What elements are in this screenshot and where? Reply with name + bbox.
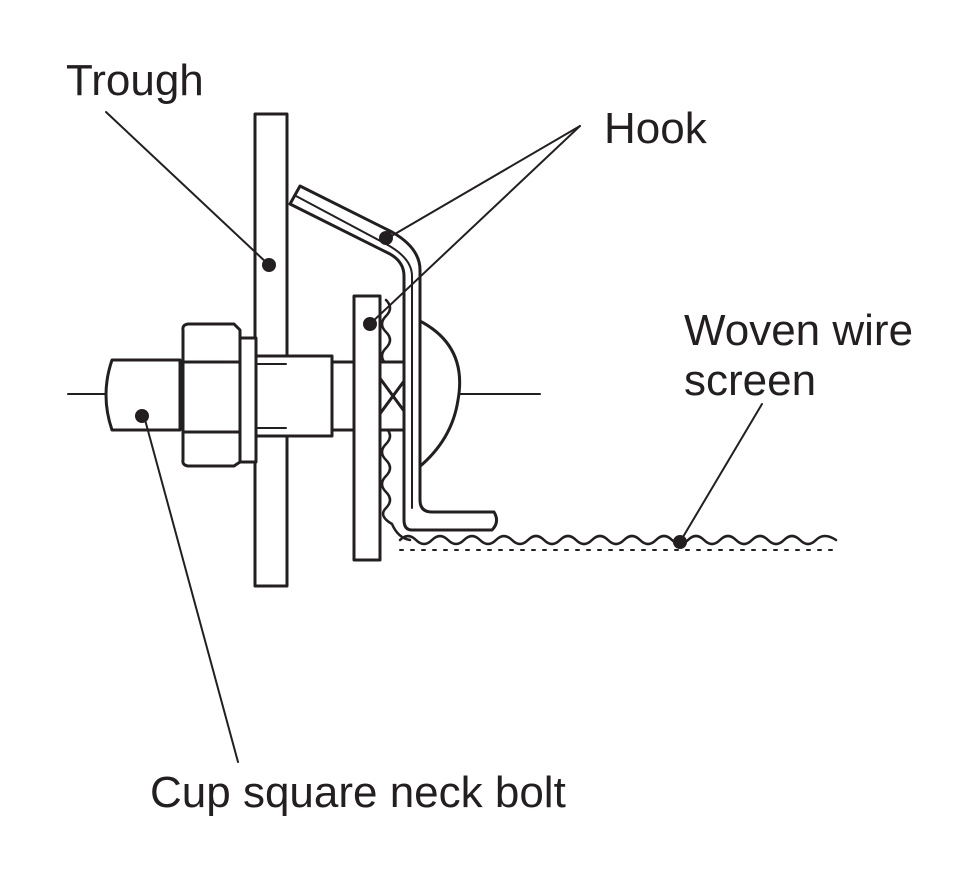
leader-dots xyxy=(135,231,687,549)
trough-plate xyxy=(253,112,289,588)
label-woven-wire-screen-line1: Woven wire xyxy=(684,306,914,355)
label-woven-wire-screen: Woven wire screen xyxy=(684,306,913,406)
hook xyxy=(288,184,499,532)
leader-lines xyxy=(105,111,763,763)
label-cup-square-neck-bolt: Cup square neck bolt xyxy=(150,768,566,817)
label-woven-wire-screen-line2: screen xyxy=(684,356,817,405)
backing-plate xyxy=(352,294,382,562)
label-trough: Trough xyxy=(66,56,204,105)
label-hook: Hook xyxy=(604,104,707,153)
